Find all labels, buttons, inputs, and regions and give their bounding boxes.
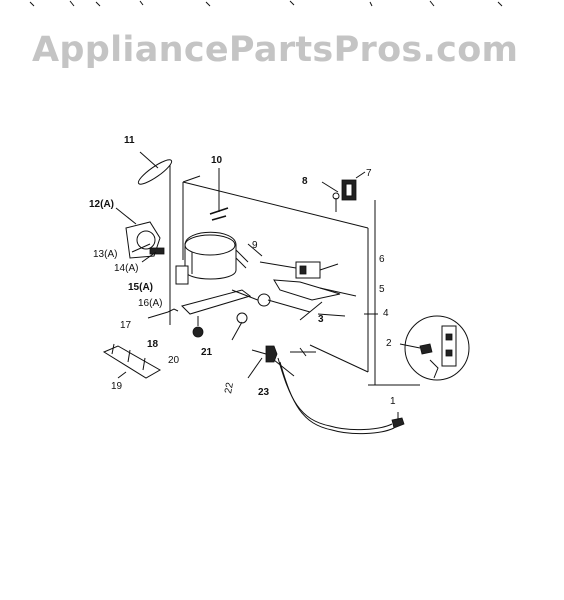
part-1-power-cord — [277, 357, 405, 435]
callout-17: 17 — [120, 320, 132, 331]
callout-7: 7 — [366, 168, 372, 179]
callout-5: 5 — [379, 284, 385, 295]
watermark-text: AppliancePartsPros.com — [32, 30, 519, 70]
part-22-23-connector — [247, 345, 316, 379]
callout-19: 19 — [111, 381, 123, 392]
callout-12a: 12(A) — [89, 199, 114, 210]
callout-10: 10 — [211, 155, 223, 166]
callout-8: 8 — [302, 176, 308, 187]
callout-22: 22 — [223, 381, 236, 394]
scan-artifacts — [29, 0, 503, 7]
callout-6: 6 — [379, 254, 385, 265]
callout-15a: 15(A) — [128, 282, 153, 293]
callout-2: 2 — [386, 338, 392, 349]
callout-4: 4 — [383, 308, 389, 319]
part-11-tube — [137, 151, 173, 185]
callout-21: 21 — [201, 347, 213, 358]
leader-lines — [247, 243, 378, 321]
compressor — [175, 231, 249, 285]
part-18-19-bracket — [102, 343, 162, 379]
callout-9: 9 — [252, 240, 258, 251]
cabinet-outline — [169, 160, 420, 386]
base-plate — [181, 289, 346, 317]
callout-11: 11 — [124, 135, 135, 146]
callout-20: 20 — [168, 355, 180, 366]
part-17-bolt — [147, 308, 179, 319]
callout-13a: 13(A) — [93, 249, 117, 260]
part-21-mount — [231, 312, 248, 341]
callout-23: 23 — [258, 387, 270, 398]
part-5-6-drier — [259, 261, 357, 301]
callout-labels: 1 2 3 4 5 6 7 8 9 10 11 12(A) 13(A) 14(A… — [89, 135, 396, 407]
callout-18: 18 — [147, 339, 159, 350]
part-20-grommet — [192, 316, 204, 338]
part-10-clip — [209, 168, 229, 221]
part-2-outlet-inset — [399, 315, 470, 381]
part-12-15-relay — [115, 207, 165, 263]
callout-1: 1 — [390, 396, 396, 407]
callout-16a: 16(A) — [138, 298, 162, 309]
callout-14a: 14(A) — [114, 263, 138, 274]
part-7-8-bracket — [321, 171, 366, 212]
callout-3: 3 — [318, 314, 324, 325]
